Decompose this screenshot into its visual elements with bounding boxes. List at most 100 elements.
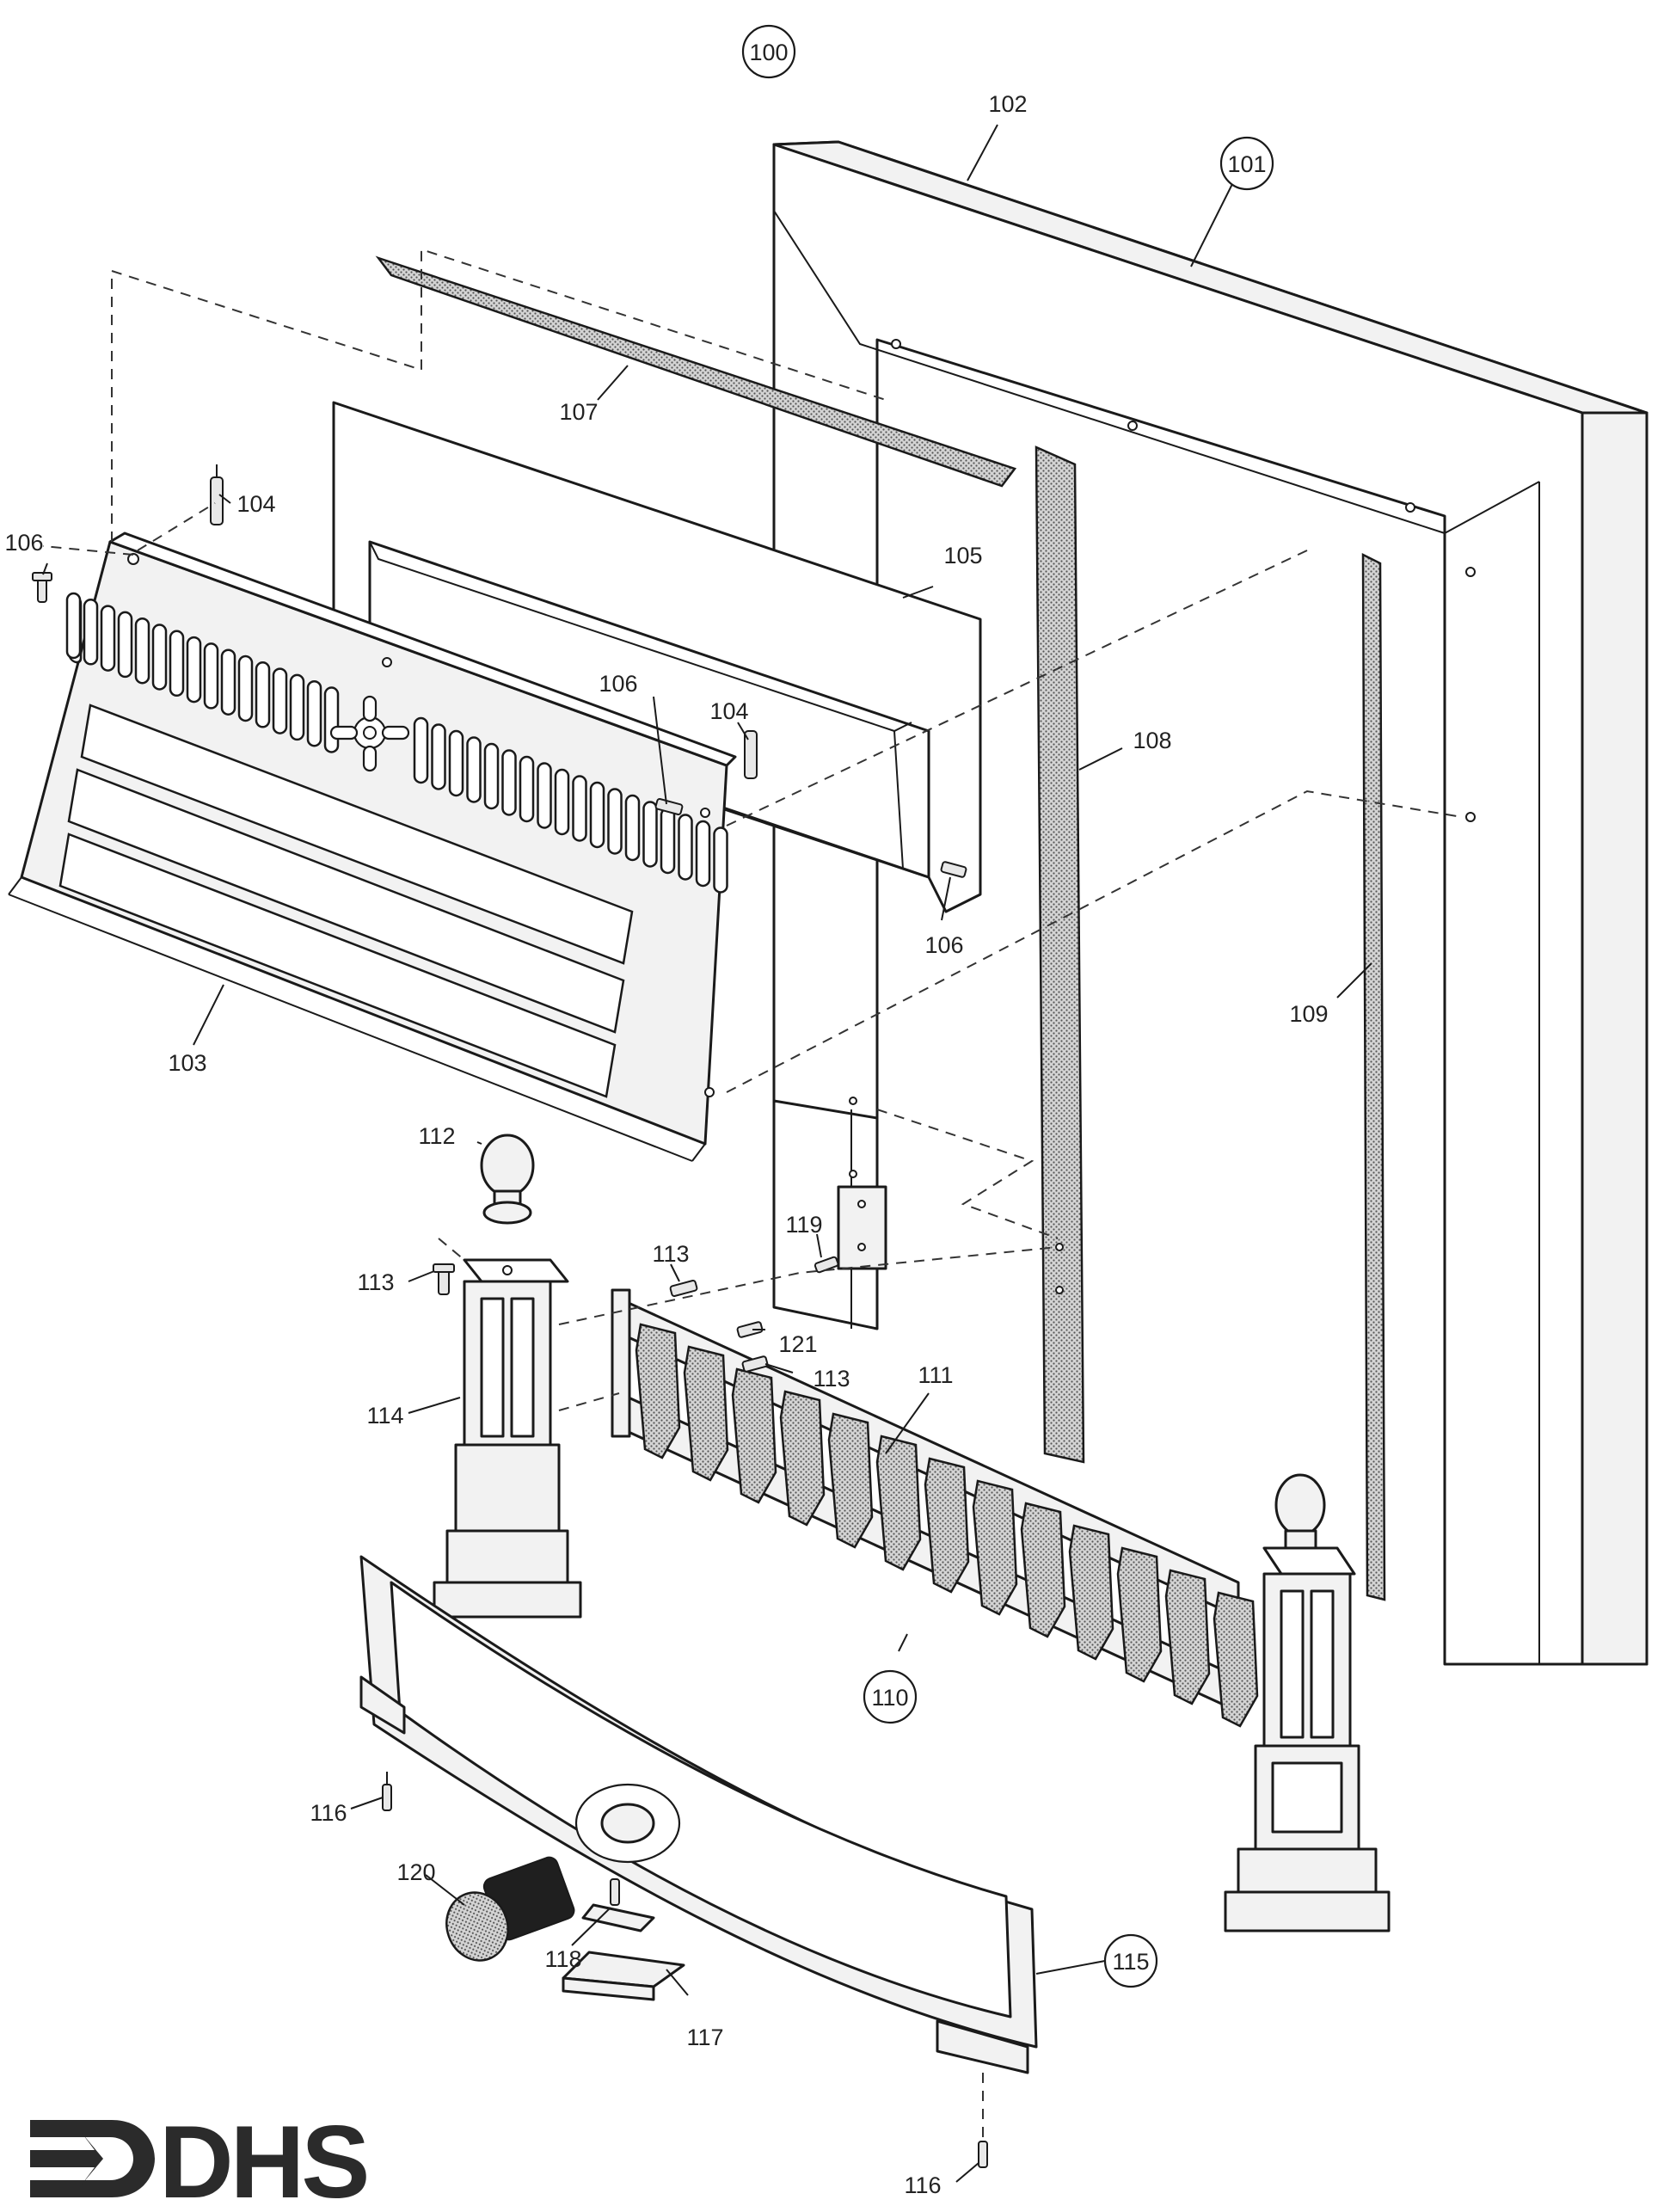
louvre-slot (624, 794, 641, 862)
screw-106-right (940, 861, 967, 878)
louvre-slot (83, 599, 99, 666)
grate-bar (875, 1435, 922, 1571)
part-labels: 100 101 102 103 104 104 105 106 106 106 … (4, 40, 1328, 2198)
louvre-slot (117, 611, 133, 679)
label-100: 100 (749, 40, 788, 65)
louvre-slot (134, 617, 150, 685)
grate-bar (924, 1457, 970, 1594)
label-106-center: 106 (599, 671, 637, 697)
label-101: 101 (1227, 151, 1266, 177)
label-114: 114 (366, 1403, 403, 1429)
louvre-slot (203, 642, 219, 710)
screw-106-left (32, 572, 52, 603)
label-104-left: 104 (236, 491, 275, 517)
louvre-slot (151, 624, 168, 691)
louvre-slot (483, 742, 500, 810)
label-111: 111 (918, 1362, 953, 1388)
label-112: 112 (418, 1123, 455, 1149)
grate-bar (972, 1479, 1018, 1616)
label-116-right: 116 (904, 2172, 941, 2198)
grate-bar (827, 1412, 874, 1549)
louvre-slot (642, 801, 658, 868)
grate-bar (1020, 1502, 1066, 1638)
grate-bar (731, 1367, 777, 1504)
louvre-slot (607, 788, 623, 855)
grate-bar (635, 1323, 681, 1459)
grate-bar (1213, 1591, 1259, 1728)
label-103: 103 (168, 1050, 206, 1076)
label-117: 117 (686, 2025, 723, 2050)
clip-118 (581, 1878, 655, 1932)
label-121: 121 (778, 1331, 817, 1357)
stud-104-left (210, 464, 224, 525)
louvre-slot (695, 820, 711, 888)
label-113-grate-bottom: 113 (813, 1366, 850, 1392)
label-104-right: 104 (709, 698, 748, 724)
front-fret-115 (359, 1555, 1038, 2074)
louvre-slot (431, 723, 446, 790)
callout-circles (741, 24, 1274, 1988)
label-108: 108 (1133, 728, 1171, 753)
grate-bar (1116, 1546, 1163, 1683)
screw-113-grate-bottom (741, 1355, 769, 1373)
control-knob-120 (445, 1856, 575, 1962)
back-panel-105 (332, 401, 982, 913)
pillar-114 (433, 1258, 582, 1619)
screw-113-pillar (433, 1263, 455, 1295)
stud-104-right (744, 730, 758, 779)
louvre-slot (255, 661, 271, 728)
louvre-slot (169, 630, 185, 697)
louvre-slot (65, 592, 82, 660)
screw-119 (814, 1256, 839, 1274)
bracket-117 (562, 1951, 685, 2001)
screw-116-right (978, 2073, 988, 2168)
louvre-slot (220, 648, 236, 716)
label-113-grate-top: 113 (652, 1241, 689, 1267)
finial-112 (480, 1134, 535, 1225)
side-seal-strip-109 (1361, 552, 1386, 1601)
louvre-slot (100, 605, 116, 672)
louvre-slot (660, 807, 676, 875)
label-110: 110 (871, 1685, 908, 1711)
rear-channel (772, 1097, 887, 1330)
leader-lines (42, 124, 1372, 2183)
screw-121 (736, 1321, 764, 1338)
louvre-slot (554, 768, 570, 836)
louvre-slot (519, 755, 535, 823)
right-pillar (1224, 1473, 1391, 1932)
screw-113-grate-top (669, 1279, 698, 1298)
louvre-slot (186, 636, 202, 704)
louvre-slot (501, 749, 517, 816)
louvre-slot (572, 775, 587, 842)
louvre-slot (306, 679, 322, 747)
grate-bar (1068, 1524, 1114, 1661)
label-120: 120 (396, 1859, 435, 1885)
louvre-slot (713, 826, 728, 894)
louvre-slot (323, 686, 340, 753)
screw-116-left (382, 1772, 392, 1811)
label-107: 107 (559, 399, 598, 425)
louvre-slot (537, 762, 552, 829)
dhs-logo: DHS (30, 2104, 370, 2212)
side-seal-strip-108 (1035, 445, 1085, 1464)
label-119: 119 (785, 1212, 822, 1238)
front-louvre-panel-103 (8, 531, 737, 1162)
center-cross-knob (329, 695, 410, 772)
louvre-slot (289, 673, 305, 741)
louvre-slot (237, 654, 254, 722)
louvre-slot (413, 716, 429, 784)
grate-bar (779, 1390, 826, 1527)
label-102: 102 (988, 91, 1027, 117)
screw-106-center (654, 797, 684, 816)
grate-bar (1164, 1569, 1211, 1705)
fire-grate-110 (611, 1288, 1259, 1728)
alignment-lines (42, 248, 1463, 1411)
label-106-right: 106 (924, 932, 963, 958)
top-seal-strip-107 (375, 255, 1017, 488)
label-105: 105 (943, 543, 982, 568)
louvre-slot (678, 814, 693, 881)
label-118: 118 (544, 1946, 581, 1972)
louvre-slot (589, 781, 605, 849)
label-115: 115 (1112, 1949, 1149, 1975)
